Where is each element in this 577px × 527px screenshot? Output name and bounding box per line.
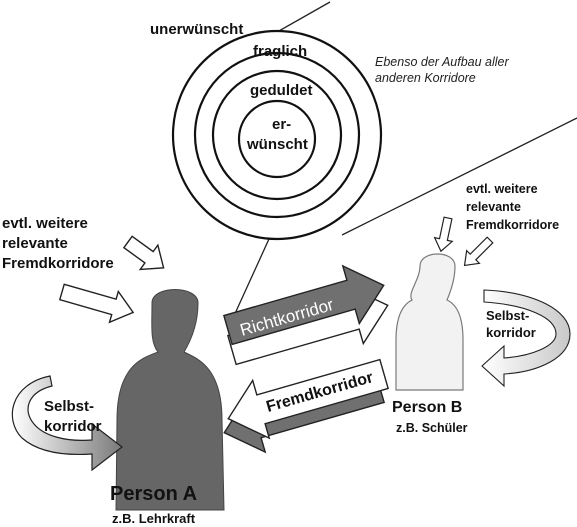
self-a-line-2: korridor <box>44 418 102 435</box>
label-erwuenscht-1: er- <box>272 116 291 133</box>
self-b-line-1: Selbst- <box>486 308 529 323</box>
note-line-1: Ebenso der Aufbau aller <box>375 55 509 69</box>
person-b-figure <box>395 253 464 391</box>
person-a-figure <box>115 289 225 511</box>
person-a-name: Person A <box>110 483 197 505</box>
label-unerwuenscht: unerwünscht <box>150 21 243 38</box>
label-fraglich: fraglich <box>253 43 307 60</box>
self-corridor-b-arrow <box>481 289 571 388</box>
right-other-arrow-lower <box>463 236 494 267</box>
label-erwuenscht-2: wünscht <box>246 136 308 153</box>
person-b-name: Person B <box>392 399 462 416</box>
left-other-line-3: Fremdkorridore <box>2 255 114 272</box>
person-a-role: z.B. Lehrkraft <box>112 511 196 526</box>
ring-erwuenscht <box>237 99 317 179</box>
label-geduldet: geduldet <box>250 82 313 99</box>
left-other-arrow-upper <box>122 235 165 271</box>
right-other-line-2: relevante <box>466 200 521 214</box>
person-b-role: z.B. Schüler <box>396 421 468 435</box>
self-b-line-2: korridor <box>486 325 536 340</box>
right-other-line-3: Fremdkorridore <box>466 218 559 232</box>
self-corridor-a-arrow <box>11 375 123 472</box>
self-a-line-1: Selbst- <box>44 398 94 415</box>
note-line-2: anderen Korridore <box>375 71 476 85</box>
left-other-arrow-lower <box>58 283 135 324</box>
left-other-line-2: relevante <box>2 235 68 252</box>
cone-line-right <box>341 117 577 236</box>
left-other-line-1: evtl. weitere <box>2 215 88 232</box>
right-other-line-1: evtl. weitere <box>466 182 538 196</box>
right-other-arrow-upper <box>433 216 454 253</box>
fremdkorridor-arrow: Fremdkorridor <box>223 358 390 454</box>
richtkorridor-arrow: Richtkorridor <box>222 264 389 366</box>
cone-line-lower <box>232 227 275 319</box>
